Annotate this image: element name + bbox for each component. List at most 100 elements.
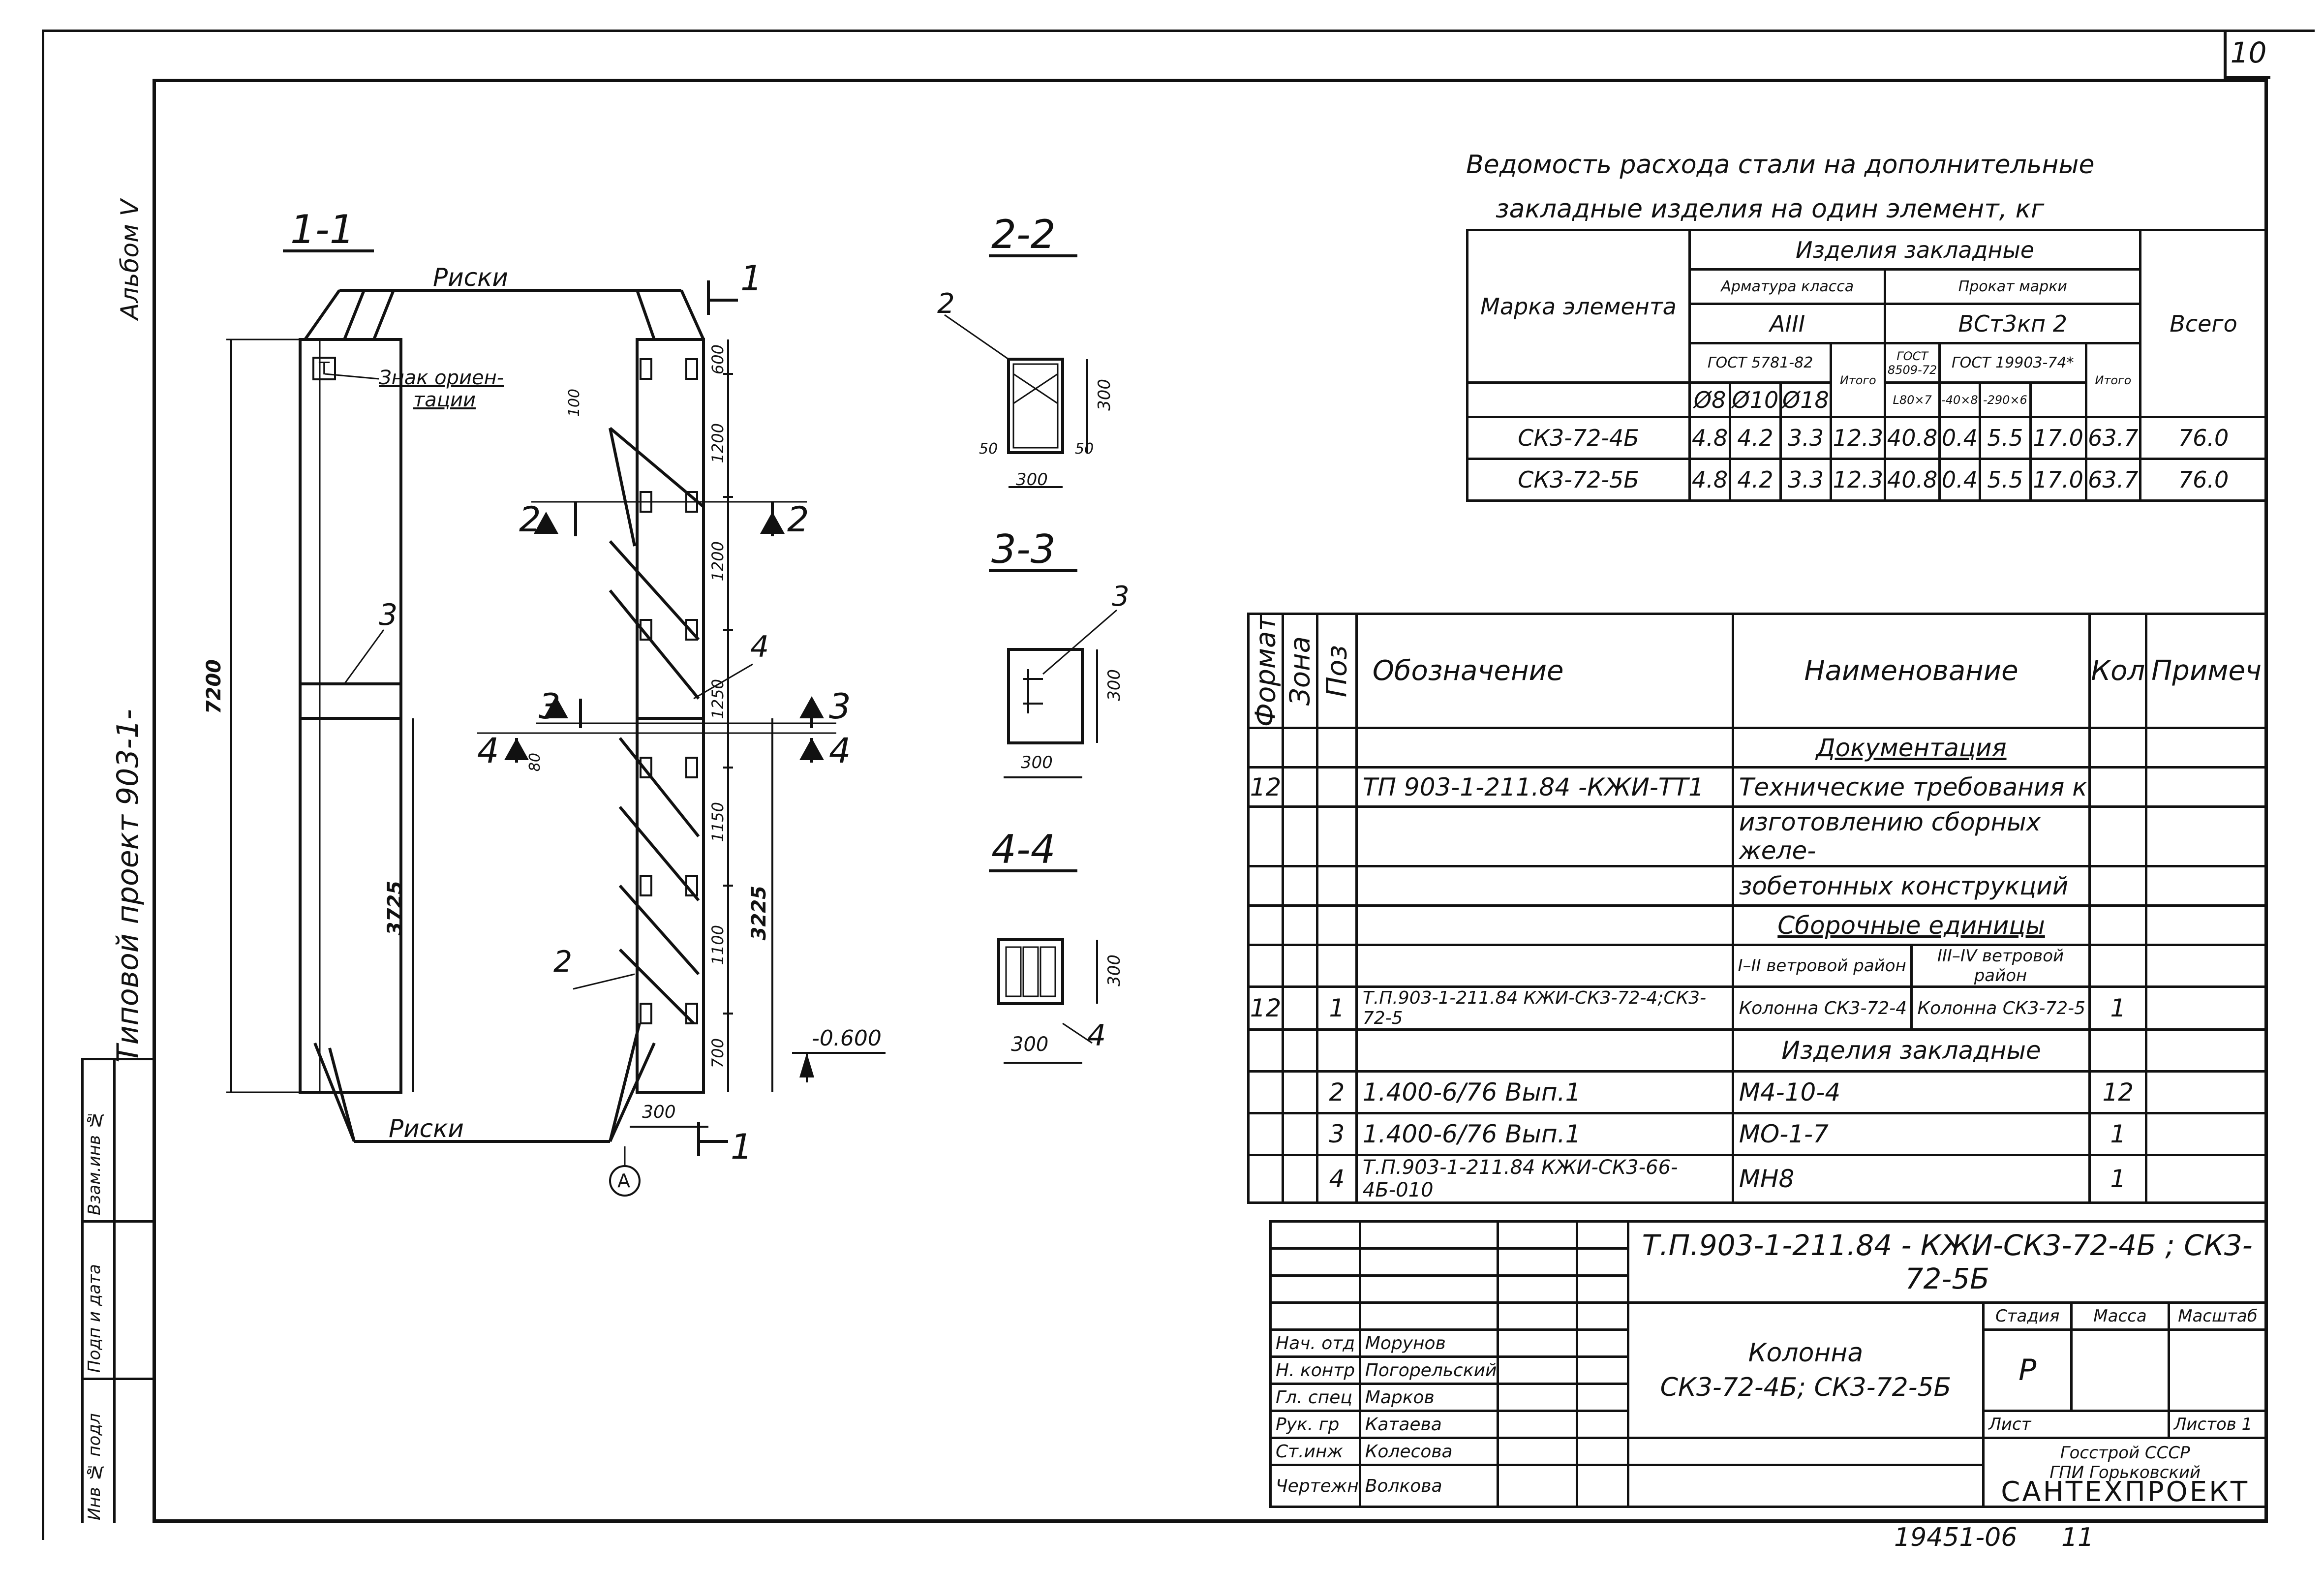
dim-80: 80	[526, 753, 544, 772]
signature	[1497, 1328, 1578, 1358]
h-col-itogo1: Итого	[1830, 342, 1887, 418]
label-znak-1: Знак ориен-	[379, 367, 504, 389]
title-block: Т.П.903-1-211.84 - КЖИ-СК3-72-4Б ; СК3-7…	[1269, 1220, 2268, 1508]
cell: М4-10-4	[1731, 1070, 2091, 1115]
product-name-2: СК3-72-4Б; СК3-72-5Б	[1660, 1373, 1952, 1402]
pos-3-label: 3	[379, 598, 398, 632]
cell: МН8	[1731, 1154, 2091, 1204]
signature	[1497, 1410, 1578, 1439]
h-col-d18: Ø18	[1779, 381, 1833, 418]
cut-1-bottom: 1	[731, 1127, 753, 1167]
sheet-number: 10	[2224, 30, 2270, 79]
cell: 1	[2088, 1112, 2148, 1157]
cell: 4.2	[1729, 458, 1782, 502]
cell: 3.3	[1779, 416, 1833, 460]
cell: 2	[1316, 1070, 1358, 1115]
dim-1200b: 1200	[708, 541, 727, 582]
dim-700: 700	[708, 1038, 727, 1069]
drawing-code: Т.П.903-1-211.84 - КЖИ-СК3-72-4Б ; СК3-7…	[1626, 1220, 2268, 1304]
h-gost2: ГОСТ 8509-72	[1884, 342, 1941, 384]
cell: 5.5	[1978, 416, 2032, 460]
side-stamp-line1	[81, 1220, 153, 1223]
side-stamp-col1	[81, 1058, 84, 1523]
h-col-d10: Ø10	[1729, 381, 1782, 418]
h-col-d8: Ø8	[1688, 381, 1732, 418]
cell: 5.5	[1978, 458, 2032, 502]
steel-title-2: закладные изделия на один элемент, кг	[1496, 194, 2045, 224]
h-col-40x8: -40×8	[1938, 381, 1981, 418]
side-stamp-col2	[113, 1058, 116, 1523]
pos-4-label: 4	[750, 630, 769, 664]
footer-number: 19451-06	[1894, 1523, 2018, 1552]
row-mark: СК3-72-5Б	[1466, 458, 1691, 502]
cell: 17.0	[2029, 458, 2087, 502]
cell: 3.3	[1779, 458, 1833, 502]
product-name-1: Колонна	[1748, 1338, 1864, 1368]
list-item: 4 Т.П.903-1-211.84 КЖИ-СК3-66-4Б-010 МН8…	[1247, 1154, 2268, 1204]
sec44-width: 300	[1011, 1033, 1049, 1056]
signature	[1497, 1383, 1578, 1412]
cell: 40.8	[1884, 416, 1941, 460]
section-3-3-title: 3-3	[991, 526, 1056, 572]
cell: III–IV ветровой район	[1910, 944, 2091, 988]
dim-1200a: 1200	[708, 423, 727, 463]
scale-header: Масштаб	[2167, 1301, 2268, 1331]
steel-title-1: Ведомость расхода стали на дополнительны…	[1466, 150, 2095, 180]
h-col-itogo2: Итого	[2084, 342, 2142, 418]
organization: Госстрой СССР ГПИ Горьковский САНТЕХПРОЕ…	[1982, 1437, 2268, 1508]
cell: ТП 903-1-211.84 -КЖИ-ТТ1	[1355, 766, 1734, 808]
cell: I–II ветровой район	[1731, 944, 1913, 988]
h-grade: ВСт3кп 2	[1884, 303, 2142, 344]
dim-1250: 1250	[708, 679, 727, 719]
h-qty: Кол	[2088, 612, 2148, 730]
role: Н. контр	[1269, 1355, 1361, 1385]
cell: Технические требования к	[1731, 766, 2091, 808]
sec22-50a: 50	[979, 440, 998, 458]
cell: 12.3	[1830, 458, 1887, 502]
org-line-3: САНТЕХПРОЕКТ	[2001, 1476, 2250, 1508]
sheets-header: Листов 1	[2167, 1410, 2268, 1439]
side-stamp-top	[81, 1058, 153, 1060]
h-col-290x6: -290×6	[1978, 381, 2032, 418]
cell: 40.8	[1884, 458, 1941, 502]
cell: 1	[2088, 985, 2148, 1031]
person-name: Морунов	[1358, 1328, 1499, 1358]
cell: Т.П.903-1-211.84 КЖИ-СК3-66-4Б-010	[1355, 1154, 1734, 1204]
role: Рук. гр	[1269, 1410, 1361, 1439]
role: Ст.инж	[1269, 1437, 1361, 1466]
org-line-1: Госстрой СССР	[2060, 1443, 2190, 1463]
list-item: 12 ТП 903-1-211.84 -КЖИ-ТТ1 Технические …	[1247, 766, 2268, 808]
mass-header: Масса	[2070, 1301, 2170, 1331]
label-znak-2: тации	[413, 389, 476, 411]
cell-total: 76.0	[2139, 416, 2268, 460]
section-4-4-title: 4-4	[991, 827, 1056, 872]
h-mark: Марка элемента	[1466, 229, 1691, 384]
person-name: Катаева	[1358, 1410, 1499, 1439]
cut-1-top: 1	[740, 258, 763, 299]
dim-600: 600	[708, 344, 727, 375]
cell: изготовлению сборных желе-	[1731, 805, 2091, 868]
stage-value: Р	[1982, 1328, 2073, 1412]
cell: 1.400-6/76 Вып.1	[1355, 1112, 1734, 1157]
signature	[1497, 1437, 1578, 1466]
role: Гл. спец	[1269, 1383, 1361, 1412]
dim-300-bottom: 300	[642, 1102, 676, 1122]
signature	[1497, 1355, 1578, 1385]
cut-4-left: 4	[477, 731, 499, 771]
dim-100: 100	[566, 389, 583, 417]
h-col-l80: L80×7	[1884, 381, 1941, 418]
h-gost1: ГОСТ 5781-82	[1688, 342, 1833, 384]
list-item: 12 1 Т.П.903-1-211.84 КЖИ-СК3-72-4;СК3-7…	[1247, 985, 2268, 1031]
cell: 4.2	[1729, 416, 1782, 460]
person-name: Колесова	[1358, 1437, 1499, 1466]
cell: 12	[1247, 985, 1284, 1031]
cell: МО-1-7	[1731, 1112, 2091, 1157]
cut-3-left: 3	[539, 686, 561, 727]
cell: Т.П.903-1-211.84 КЖИ-СК3-72-4;СК3-72-5	[1355, 985, 1734, 1031]
level-mark: -0.600	[812, 1026, 882, 1051]
sec-units: Сборочные единицы	[1777, 911, 2045, 940]
cell: 63.7	[2084, 458, 2142, 502]
cell: 12	[1247, 766, 1284, 808]
sec22-50b: 50	[1075, 440, 1094, 458]
